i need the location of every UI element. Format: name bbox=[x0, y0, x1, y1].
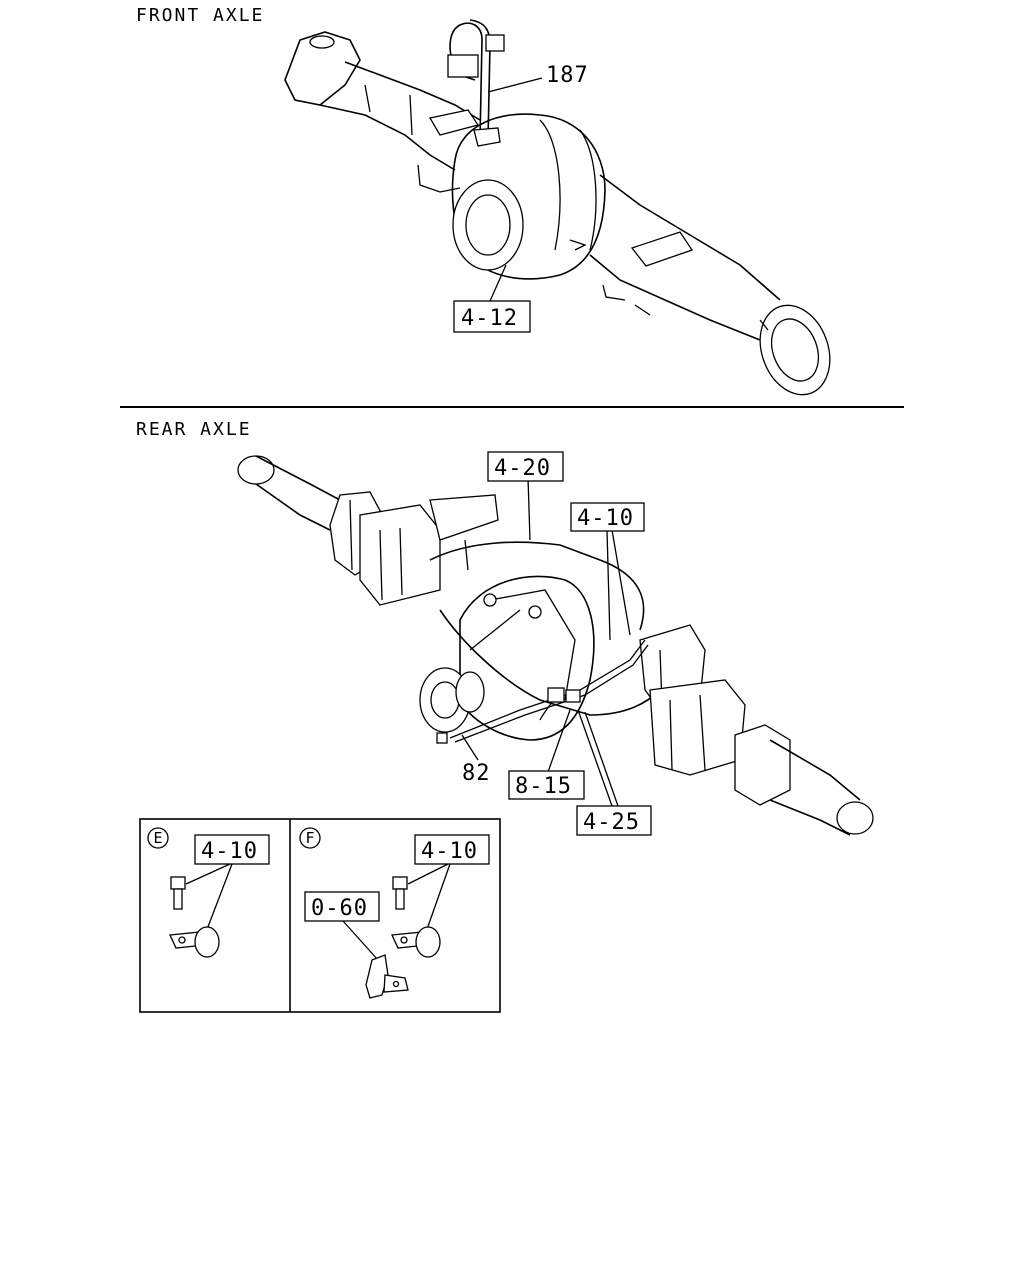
detail-frame bbox=[139, 818, 501, 1013]
detail-f-letter: F bbox=[305, 829, 314, 847]
detail-e-badge bbox=[147, 827, 169, 849]
label-4-12: 4-12 bbox=[461, 306, 518, 331]
detail-e-clip-icon bbox=[169, 926, 220, 958]
detail-f-clip-icon bbox=[391, 926, 441, 958]
detail-f-ref-4-10: 4-10 bbox=[421, 839, 478, 864]
detail-f-badge bbox=[299, 827, 321, 849]
leader-4-10 bbox=[606, 529, 631, 641]
detail-e-leader bbox=[185, 863, 233, 933]
leader-82 bbox=[461, 734, 479, 761]
ref-box-4-25 bbox=[576, 805, 652, 836]
ref-box-4-20 bbox=[487, 451, 564, 482]
ref-box-4-10 bbox=[570, 502, 645, 532]
detail-f-leader-4-10 bbox=[407, 863, 451, 933]
label-187: 187 bbox=[546, 63, 589, 88]
label-4-20: 4-20 bbox=[494, 456, 551, 481]
detail-f-bolt-icon bbox=[392, 876, 408, 910]
rear-axle-title: REAR AXLE bbox=[136, 419, 252, 440]
detail-e-ref-box bbox=[194, 834, 270, 865]
label-4-10: 4-10 bbox=[577, 506, 634, 531]
label-82: 82 bbox=[462, 761, 491, 786]
label-4-25: 4-25 bbox=[583, 810, 640, 835]
detail-f-leader-0-60 bbox=[342, 920, 379, 961]
leader-187 bbox=[487, 77, 543, 93]
detail-f-ref-box-0-60 bbox=[304, 891, 380, 922]
detail-e-ref-4-10: 4-10 bbox=[201, 839, 258, 864]
leader-4-25 bbox=[577, 709, 619, 807]
leader-4-12 bbox=[489, 264, 507, 302]
detail-e-bolt-icon bbox=[170, 876, 186, 910]
ref-box-4-12 bbox=[453, 300, 531, 333]
detail-f: F 4-10 0-60 bbox=[299, 827, 490, 999]
detail-f-bracket-icon bbox=[365, 954, 409, 999]
detail-e-letter: E bbox=[153, 829, 162, 847]
leader-4-20 bbox=[527, 477, 531, 541]
label-8-15: 8-15 bbox=[515, 774, 572, 799]
detail-e: E 4-10 bbox=[147, 827, 270, 958]
front-axle-drawing bbox=[284, 19, 831, 396]
ref-box-8-15 bbox=[508, 770, 585, 800]
leader-8-15 bbox=[547, 709, 571, 773]
detail-f-ref-0-60: 0-60 bbox=[311, 896, 368, 921]
rear-axle-drawing bbox=[237, 455, 874, 836]
front-axle-title: FRONT AXLE bbox=[136, 5, 264, 26]
detail-f-ref-box-4-10 bbox=[414, 834, 490, 865]
